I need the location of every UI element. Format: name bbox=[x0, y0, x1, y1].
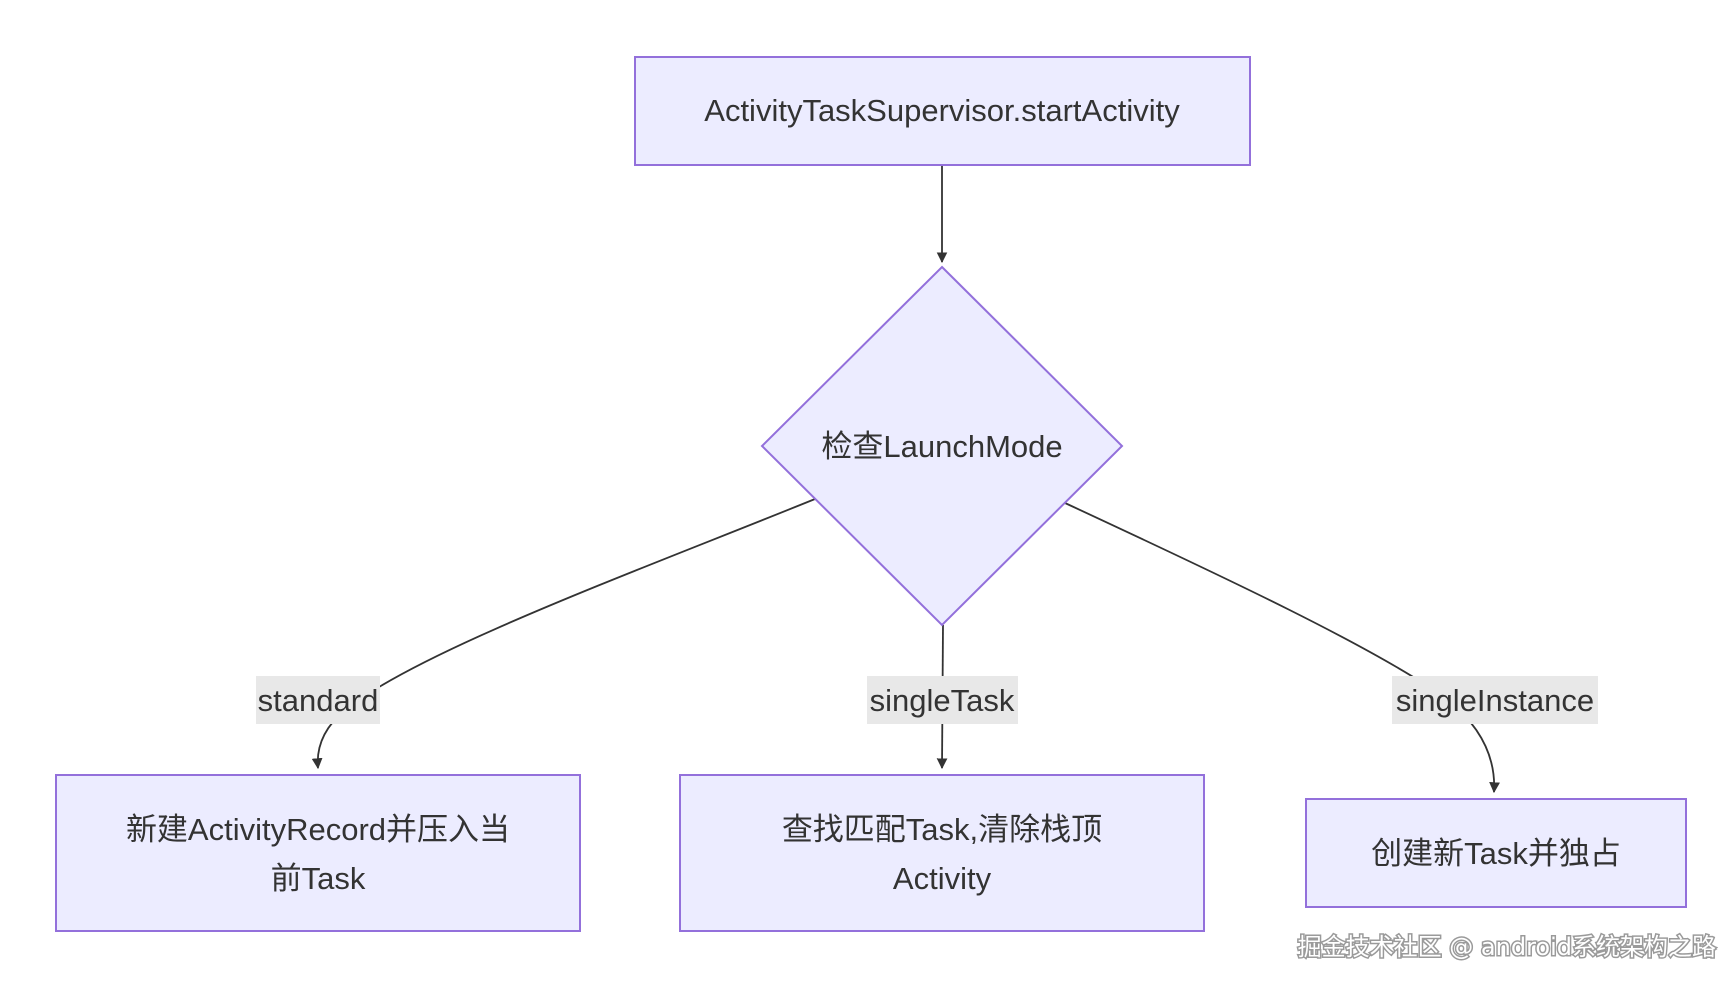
edge-label-singletask-text: singleTask bbox=[870, 683, 1015, 718]
node-decision-diamond bbox=[760, 265, 1124, 627]
edge-label-singletask-bg bbox=[867, 676, 1018, 724]
node-singletask-target-line1: 查找匹配Task,清除栈顶 bbox=[782, 812, 1102, 847]
node-singleinstance-target-label: 创建新Task并独占 bbox=[1371, 836, 1621, 871]
edge-label-standard-text: standard bbox=[258, 683, 379, 718]
node-start: ActivityTaskSupervisor.startActivity bbox=[634, 56, 1251, 166]
watermark: 掘金技术社区 @ android系统架构之路 bbox=[1298, 933, 1716, 961]
node-standard-target-line1: 新建ActivityRecord并压入当 bbox=[126, 812, 510, 847]
edge-label-singletask: singleTask bbox=[867, 676, 1018, 724]
node-decision: 检查LaunchMode bbox=[760, 265, 1124, 627]
node-start-label: ActivityTaskSupervisor.startActivity bbox=[704, 93, 1180, 128]
node-singletask-target-box bbox=[679, 774, 1205, 932]
edge-singleinstance bbox=[1064, 502, 1500, 794]
node-standard-target-line2: 前Task bbox=[271, 861, 366, 896]
edge-standard bbox=[311, 498, 816, 770]
node-standard-target: 新建ActivityRecord并压入当 前Task bbox=[55, 774, 581, 932]
edge-label-singleinstance: singleInstance bbox=[1392, 676, 1598, 724]
node-decision-label: 检查LaunchMode bbox=[821, 429, 1062, 464]
node-singletask-target-line2: Activity bbox=[893, 861, 992, 896]
edge-label-standard: standard bbox=[256, 676, 380, 724]
edge-label-singleinstance-bg bbox=[1392, 676, 1598, 724]
node-singletask-target: 查找匹配Task,清除栈顶 Activity bbox=[679, 774, 1205, 932]
edge-label-singleinstance-text: singleInstance bbox=[1396, 683, 1594, 718]
node-singleinstance-target: 创建新Task并独占 bbox=[1305, 798, 1687, 908]
node-start-box bbox=[634, 56, 1251, 166]
node-standard-target-box bbox=[55, 774, 581, 932]
node-singleinstance-target-box bbox=[1305, 798, 1687, 908]
edge-label-standard-bg bbox=[256, 676, 380, 724]
